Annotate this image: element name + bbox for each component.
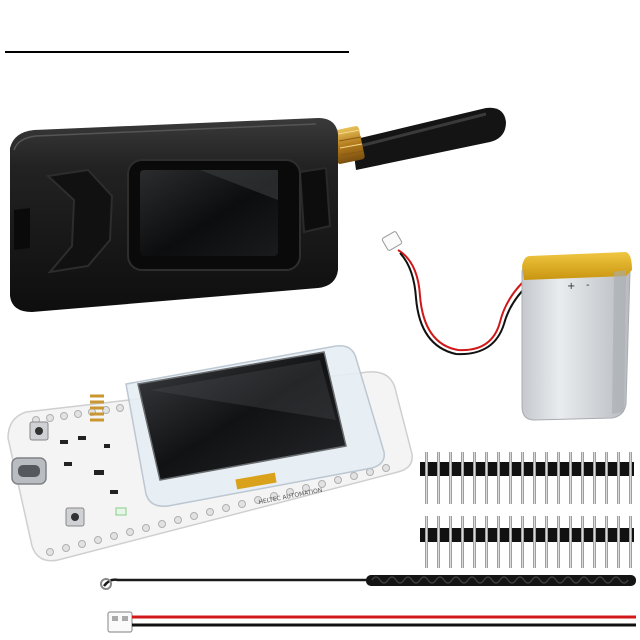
- spring-antenna: [90, 394, 104, 422]
- pin-header-strips: [420, 452, 634, 568]
- oled-display: [137, 351, 347, 481]
- antenna: [331, 107, 506, 170]
- battery-minus-mark: -: [586, 280, 590, 291]
- enclosure-with-antenna: [10, 107, 506, 312]
- battery-plus-mark: +: [567, 281, 575, 292]
- battery-power-cable: [107, 611, 636, 633]
- lipo-battery: + -: [381, 231, 632, 421]
- dev-board: HELTEC AUTOMATION: [7, 345, 413, 562]
- ipex-antenna-cable: [100, 575, 636, 590]
